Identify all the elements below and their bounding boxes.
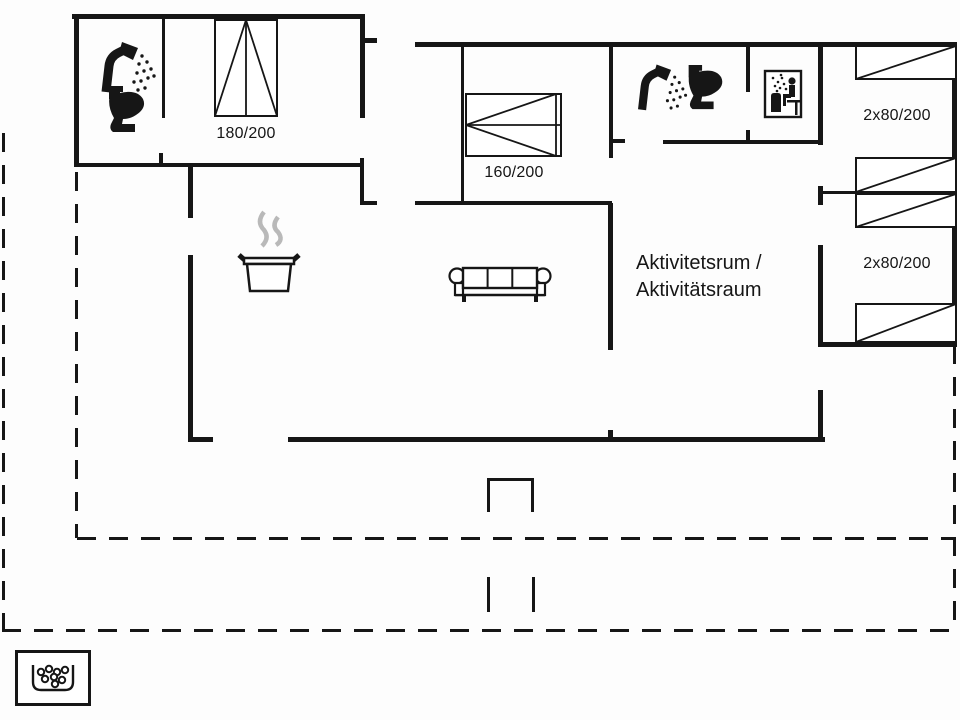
- terrace-dashed-outer-left: [2, 133, 5, 631]
- hot-tub-icon: [15, 650, 91, 706]
- wall-sauna-divider-upper: [746, 45, 750, 92]
- terrace-stair-mark-left: [487, 577, 490, 612]
- wall-bathroom2-south: [663, 140, 822, 144]
- wall-rightwing-south: [818, 342, 957, 347]
- wall-main-top: [415, 42, 957, 47]
- shower-icon: [101, 42, 156, 93]
- terrace-step-right: [531, 478, 534, 512]
- wall-rightwing-west-stub: [818, 186, 823, 205]
- bed-size-label-2x80-top: 2x80/200: [863, 107, 931, 124]
- terrace-step-top: [487, 478, 534, 481]
- shower-icon: [638, 64, 688, 111]
- wall-leftblock-south: [74, 163, 364, 167]
- double-bed-180-icon: [214, 19, 278, 117]
- bed-size-label-180: 180/200: [216, 125, 276, 142]
- wall-leftblock-west: [74, 14, 79, 167]
- cooking-pot-icon: [237, 210, 301, 293]
- terrace-dashed-middle: [77, 537, 956, 540]
- terrace-stair-mark-right: [532, 577, 535, 612]
- bed-size-label-2x80-bottom: 2x80/200: [863, 255, 931, 272]
- wall-living-activity-divider: [608, 203, 613, 350]
- wall-bathroom2-west: [609, 45, 613, 158]
- wall-bedroom-middle-west: [461, 45, 464, 205]
- wall-rightwing-west-upper: [818, 45, 823, 145]
- sauna-icon: [763, 69, 803, 119]
- single-bed-icon: [855, 303, 957, 343]
- wall-south-stub: [188, 437, 213, 442]
- terrace-dashed-right: [953, 345, 956, 631]
- double-bed-160-icon: [465, 93, 562, 157]
- bed-size-label-160: 160/200: [484, 164, 544, 181]
- wall-sauna-divider-lower: [746, 130, 750, 144]
- activity-room-label: Aktivitetsrum / Aktivitätsraum: [636, 250, 762, 304]
- single-bed-icon: [855, 45, 957, 80]
- activity-room-label-line2: Aktivitätsraum: [636, 279, 762, 301]
- activity-door-tick-bottom: [608, 430, 613, 438]
- terrace-dashed-bottom: [2, 629, 956, 632]
- toilet-icon: [109, 86, 145, 132]
- wall-main-west-lower: [188, 255, 193, 442]
- wall-entry-west-lower: [360, 158, 364, 204]
- bathroom1-door-tick: [159, 153, 163, 167]
- wall-rightwing-west-lower: [818, 245, 823, 345]
- single-bed-icon: [855, 193, 957, 228]
- terrace-dashed-inner-left: [75, 172, 78, 538]
- bathroom2-door-tick: [612, 139, 625, 143]
- wall-bedroom-middle-south: [415, 201, 612, 205]
- sofa-icon: [448, 266, 552, 302]
- activity-room-label-line1: Aktivitetsrum /: [636, 252, 762, 274]
- wall-leftblock-top: [72, 14, 365, 19]
- wall-bathroom1-divider: [162, 19, 165, 118]
- toilet-icon: [688, 64, 723, 110]
- wall-east-lower: [818, 390, 823, 442]
- entry-door-tick-lower: [360, 201, 377, 205]
- entrance-door-tick-left: [360, 38, 377, 43]
- wall-leftblock-east: [360, 14, 365, 118]
- terrace-step-left: [487, 478, 490, 512]
- wall-south-main: [288, 437, 825, 442]
- wall-main-west-upper: [188, 167, 193, 218]
- single-bed-icon: [855, 157, 957, 193]
